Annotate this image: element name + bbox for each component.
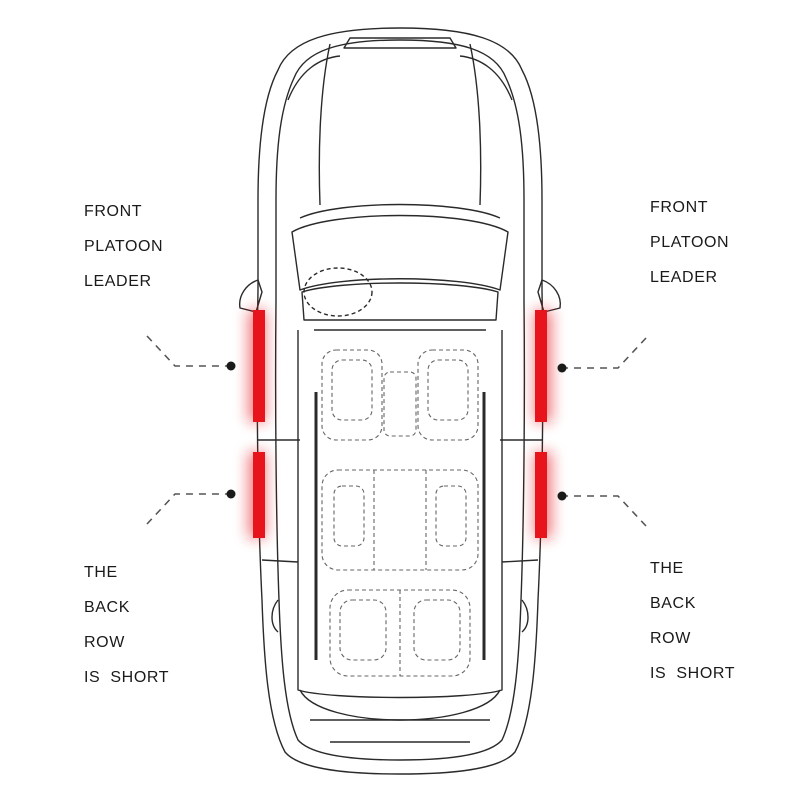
red-strips <box>248 310 552 538</box>
label-line: BACK <box>84 599 130 616</box>
label-line: ROW <box>84 634 125 651</box>
label-line: IS SHORT <box>84 669 170 686</box>
label-line: FRONT <box>650 199 709 216</box>
label-front-left: FRONT PLATOON LEADER <box>84 202 163 307</box>
label-front-right: FRONT PLATOON LEADER <box>650 198 729 303</box>
strip-back-left <box>253 452 265 538</box>
label-line: IS SHORT <box>650 665 736 682</box>
strip-front-left <box>253 310 265 422</box>
leader-dots <box>226 361 567 501</box>
strip-back-right <box>535 452 547 538</box>
label-line: BACK <box>650 595 696 612</box>
car-body <box>239 27 561 775</box>
label-line: PLATOON <box>84 238 164 255</box>
label-line: THE <box>84 564 118 581</box>
label-line: FRONT <box>84 203 143 220</box>
label-line: ROW <box>650 630 691 647</box>
label-back-left: THE BACK ROW IS SHORT <box>84 563 169 703</box>
label-back-right: THE BACK ROW IS SHORT <box>650 559 735 699</box>
label-line: LEADER <box>84 273 152 290</box>
label-line: PLATOON <box>650 234 730 251</box>
label-line: THE <box>650 560 684 577</box>
leader-lines <box>146 335 647 527</box>
strip-front-right <box>535 310 547 422</box>
label-line: LEADER <box>650 269 718 286</box>
car-seats <box>321 349 479 677</box>
